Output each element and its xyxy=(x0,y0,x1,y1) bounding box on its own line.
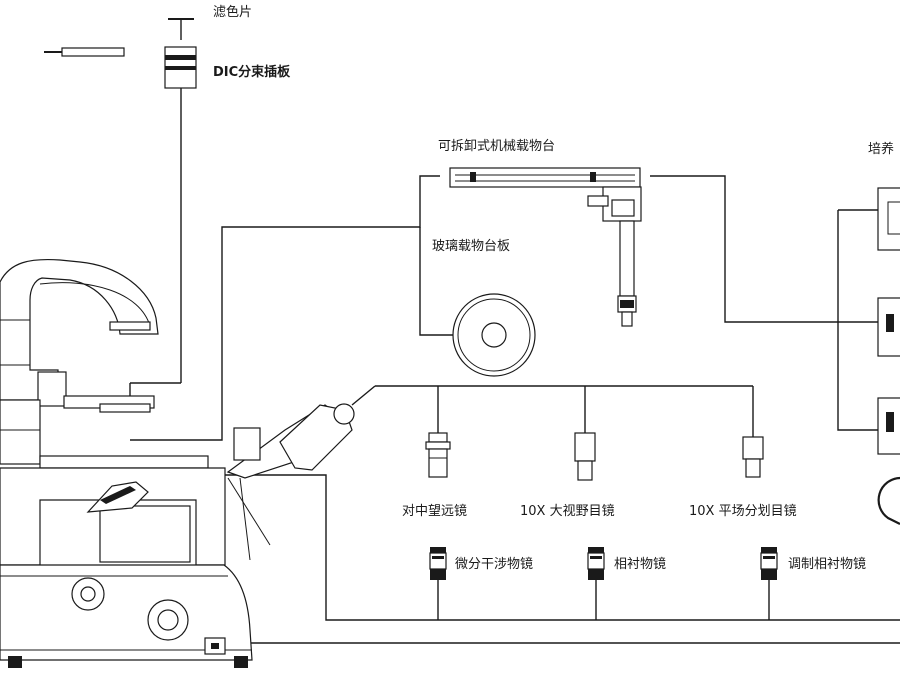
wide-eyepiece-label: 10X 大视野目镜 xyxy=(520,504,615,519)
dic-objective-label: 微分干涉物镜 xyxy=(455,557,534,572)
mod-phase-objective-label: 调制相衬物镜 xyxy=(788,557,867,572)
dic-slider-icon xyxy=(44,46,197,89)
glass-plate-icon xyxy=(452,293,536,377)
filter-icon xyxy=(168,18,194,40)
culture-label: 培养 xyxy=(868,142,895,157)
mechanical-stage-icon xyxy=(449,167,642,327)
wide-field-eyepiece-icon xyxy=(574,432,596,481)
centering-telescope-label: 对中望远镜 xyxy=(402,504,468,519)
modulation-objective-icon xyxy=(760,547,778,580)
glass-plate-label: 玻璃载物台板 xyxy=(432,239,511,254)
reticle-eyepiece-label: 10X 平场分划目镜 xyxy=(689,504,797,519)
phase-objective-icon xyxy=(587,547,605,580)
filter-label: 滤色片 xyxy=(213,5,253,20)
reticle-eyepiece-icon xyxy=(742,436,764,478)
stage-label: 可拆卸式机械载物台 xyxy=(438,139,556,154)
microscope-body xyxy=(0,258,355,668)
dic-slider-label: DIC分束插板 xyxy=(213,65,291,80)
dic-objective-icon xyxy=(429,547,447,580)
culture-vessels xyxy=(877,187,900,525)
phase-objective-label: 相衬物镜 xyxy=(614,557,667,572)
centering-telescope-icon xyxy=(425,432,451,478)
